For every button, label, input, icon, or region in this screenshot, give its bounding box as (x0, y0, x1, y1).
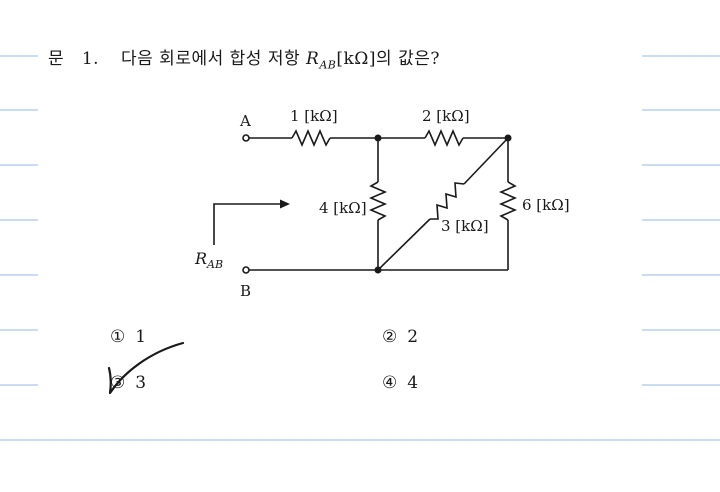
resistor-1k-label: 1 [kΩ] (290, 107, 338, 125)
wire-3k-bottom (377, 218, 431, 271)
rule-right (642, 164, 720, 166)
rab-label: RAB (194, 249, 223, 271)
resistor-6k-label: 6 [kΩ] (522, 196, 570, 214)
terminal-a-label: A (239, 112, 251, 130)
question-body: 다음 회로에서 합성 저항 (121, 49, 301, 69)
terminal-a-circle (242, 134, 250, 142)
rule-right (642, 109, 720, 111)
rule-right (642, 219, 720, 221)
resistor-4k (368, 181, 388, 221)
rule-full (0, 439, 720, 441)
question-symbol: RAB (306, 49, 337, 72)
question-number: 1. (81, 49, 100, 69)
junction-dot (374, 134, 382, 142)
rule-left (0, 164, 38, 166)
rab-arrow-line (213, 203, 282, 245)
choice-4-value: 4 (407, 373, 419, 393)
resistor-6k (498, 181, 518, 221)
choice-4-mark: ④ (382, 373, 398, 393)
rule-left (0, 219, 38, 221)
rule-left (0, 55, 38, 57)
wire-3k-top (463, 137, 509, 185)
terminal-b-label: B (240, 282, 251, 300)
rule-right (642, 55, 720, 57)
question-text: 문 1. 다음 회로에서 합성 저항 RAB[kΩ]의 값은? (48, 44, 440, 71)
rule-left (0, 329, 38, 331)
resistor-4k-label: 4 [kΩ] (319, 199, 367, 217)
question-tail: [kΩ]의 값은? (336, 49, 440, 69)
choice-1-value: 1 (135, 327, 147, 347)
choice-3-value: 3 (135, 373, 147, 393)
resistor-2k-label: 2 [kΩ] (422, 107, 470, 125)
rule-left (0, 109, 38, 111)
rule-right (642, 329, 720, 331)
choice-1-mark: ① (110, 327, 126, 347)
resistor-3k (430, 182, 465, 220)
resistor-3k-label: 3 [kΩ] (441, 217, 489, 235)
rule-left (0, 384, 38, 386)
junction-dot (374, 266, 382, 274)
rule-left (0, 274, 38, 276)
choice-3-mark: ③ (110, 373, 126, 393)
choice-2-value: 2 (407, 327, 419, 347)
choice-2-mark: ② (382, 327, 398, 347)
rab-arrowhead (280, 199, 290, 209)
resistor-1k (291, 128, 331, 148)
rule-right (642, 384, 720, 386)
rule-right (642, 274, 720, 276)
terminal-b-circle (242, 266, 250, 274)
resistor-2k (424, 128, 464, 148)
junction-dot (504, 134, 512, 142)
question-label: 문 (48, 49, 65, 69)
